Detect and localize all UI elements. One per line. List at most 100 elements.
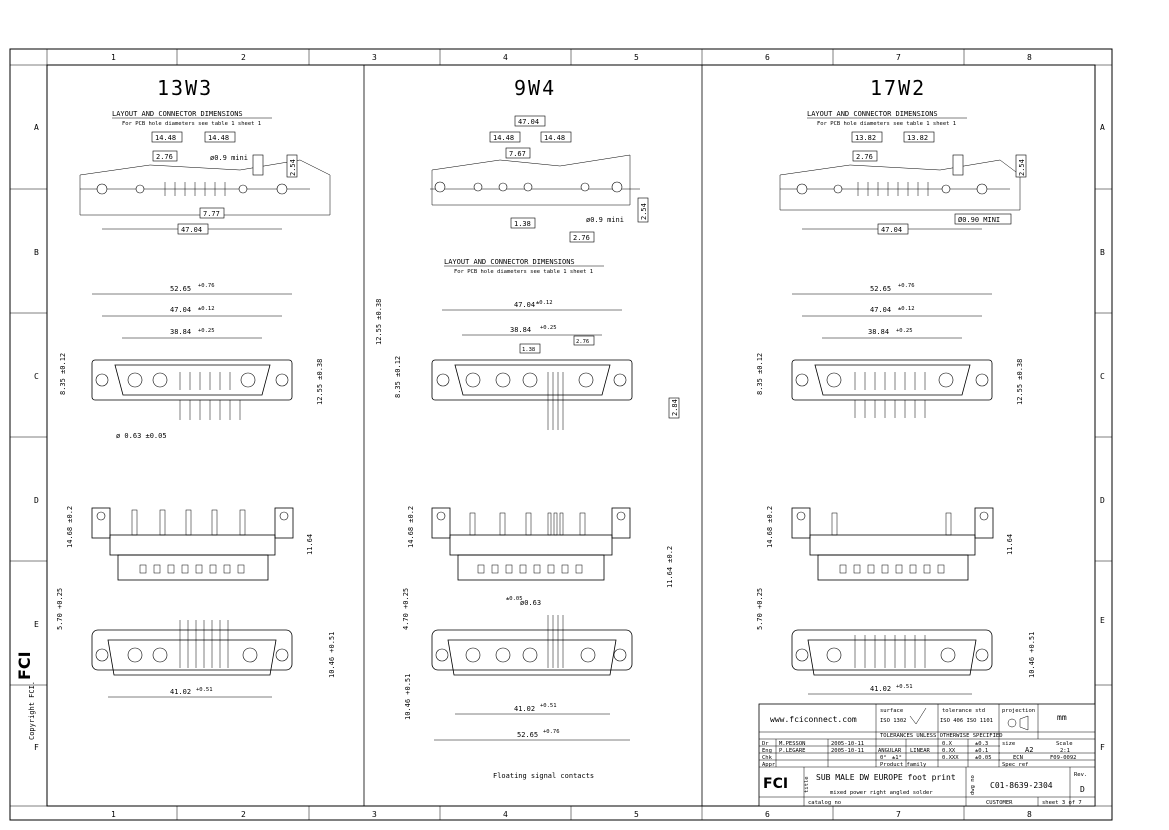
dim: 7.77 xyxy=(203,210,220,218)
row-label: E xyxy=(1100,616,1105,625)
col-label: 6 xyxy=(765,810,770,819)
dim: 47.04 xyxy=(870,306,891,314)
side-brand: FCI Copyright FCI. xyxy=(15,651,36,740)
layout-note: For PCB hole diameters see table 1 sheet… xyxy=(122,121,261,127)
dim: 11.64 xyxy=(1006,534,1014,555)
col-label: 5 xyxy=(634,53,639,62)
layout-note: For PCB hole diameters see table 1 sheet… xyxy=(817,121,956,127)
row-label: F xyxy=(34,743,39,752)
col-label: 7 xyxy=(896,53,901,62)
dim: 47.04 xyxy=(170,306,191,314)
dr-date: 2005-10-11 xyxy=(831,741,864,747)
dim: 13.82 xyxy=(855,134,876,142)
panel-title: 13W3 xyxy=(157,76,213,100)
dim: 11.64 ±0.2 xyxy=(666,546,674,588)
col-label: 2 xyxy=(241,810,246,819)
drawing-subtitle: mixed power right angled solder xyxy=(830,790,933,796)
dim: 14.48 xyxy=(208,134,229,142)
dim-tol: ±0.12 xyxy=(536,300,553,306)
dim-tol: +0.51 xyxy=(196,687,213,693)
size-label: size xyxy=(1002,741,1015,747)
dim: 2.54 xyxy=(289,159,297,176)
col-label: 8 xyxy=(1027,810,1032,819)
tolerance-label: tolerance std xyxy=(942,708,985,714)
linear-label: LINEAR xyxy=(910,748,931,754)
eng-date: 2005-10-11 xyxy=(831,748,864,754)
scale-value: 2:1 xyxy=(1060,748,1070,754)
drawing-title: SUB MALE DW EUROPE foot print xyxy=(816,773,956,782)
col-label: 6 xyxy=(765,53,770,62)
dim-tol: +0.51 xyxy=(540,703,557,709)
scale-label: Scale xyxy=(1056,741,1073,747)
dim: 14.68 ±0.2 xyxy=(407,506,415,548)
dim: 14.68 ±0.2 xyxy=(66,506,74,548)
rev-value: D xyxy=(1080,785,1085,794)
ecn-label: ECN xyxy=(1013,755,1023,761)
dim: 10.46 +0.51 xyxy=(404,674,412,720)
dim: 2.54 xyxy=(1018,159,1026,176)
fci-logo: FCI xyxy=(763,776,788,792)
dim: 14.68 ±0.2 xyxy=(766,506,774,548)
website-text: www.fciconnect.com xyxy=(770,715,857,724)
title-label: title xyxy=(804,776,810,793)
dim: 47.04 xyxy=(514,301,535,309)
dim: 5.70 +0.25 xyxy=(756,588,764,630)
dim: 52.65 xyxy=(170,285,191,293)
row-label: A xyxy=(1100,123,1105,132)
family-label: Product family xyxy=(880,762,927,768)
panel-title: 17W2 xyxy=(870,76,926,100)
appr-label: Appr xyxy=(762,762,776,768)
angular-label: ANGULAR xyxy=(878,748,902,754)
col-label: 4 xyxy=(503,53,508,62)
col-label: 2 xyxy=(241,53,246,62)
chk-label: Chk xyxy=(762,755,773,761)
dim: 47.04 xyxy=(881,226,902,234)
lin1: 0.X xyxy=(942,741,953,747)
dim: 4.70 +0.25 xyxy=(402,588,410,630)
panel-13w3: 13W3 LAYOUT AND CONNECTOR DIMENSIONS For… xyxy=(56,76,336,698)
row-label: D xyxy=(1100,496,1105,505)
dim: 1.38 xyxy=(522,347,535,353)
dim: Ø0.90 MINI xyxy=(958,216,1000,224)
dim: 47.04 xyxy=(518,118,539,126)
dim: 5.70 +0.25 xyxy=(56,588,64,630)
dim: 52.65 xyxy=(517,731,538,739)
layout-heading: LAYOUT AND CONNECTOR DIMENSIONS xyxy=(807,110,938,118)
dim-tol: ±0.12 xyxy=(898,306,915,312)
layout-heading: LAYOUT AND CONNECTOR DIMENSIONS xyxy=(112,110,243,118)
col-label: 1 xyxy=(111,53,116,62)
catalog-label: catalog no xyxy=(808,800,841,806)
dim: ø 0.63 ±0.05 xyxy=(116,432,167,440)
dim-tol: +0.76 xyxy=(543,729,560,735)
ang1: 0° xyxy=(880,755,887,761)
col-label: 7 xyxy=(896,810,901,819)
surface-iso: ISO 1302 xyxy=(880,718,907,724)
panel-title: 9W4 xyxy=(514,76,556,100)
title-block: www.fciconnect.com surface ISO 1302 tole… xyxy=(758,703,1096,807)
inner-frame xyxy=(46,64,1096,807)
dim-tol: +0.51 xyxy=(896,684,913,690)
customer-text: CUSTOMER xyxy=(986,800,1013,806)
projection-icon xyxy=(1007,718,1017,728)
dim: 13.82 xyxy=(907,134,928,142)
dim: 8.35 ±0.12 xyxy=(756,353,764,395)
lin3: 0.XXX xyxy=(942,755,959,761)
lin1v: ±0.3 xyxy=(975,741,988,747)
dim-tol: +0.25 xyxy=(198,328,215,334)
dim: 14.48 xyxy=(493,134,514,142)
size-value: A2 xyxy=(1025,746,1033,754)
dim: 38.84 xyxy=(868,328,889,336)
dwg-number: C01-8639-2304 xyxy=(990,781,1053,790)
dim: 12.55 ±0.38 xyxy=(375,299,383,345)
copyright-text: Copyright FCI. xyxy=(28,681,36,740)
dim: 12.55 ±0.38 xyxy=(1016,359,1024,405)
col-label: 1 xyxy=(111,810,116,819)
ang1v: ±1° xyxy=(892,755,902,761)
projection-label: projection xyxy=(1002,708,1035,714)
dr-name: M.PESSON xyxy=(779,741,806,747)
col-label: 8 xyxy=(1027,53,1032,62)
dim: ø0.63 xyxy=(520,599,541,607)
dim: ø0.9 mini xyxy=(210,154,248,162)
outer-frame xyxy=(9,48,1113,821)
dim: 8.35 ±0.12 xyxy=(59,353,67,395)
